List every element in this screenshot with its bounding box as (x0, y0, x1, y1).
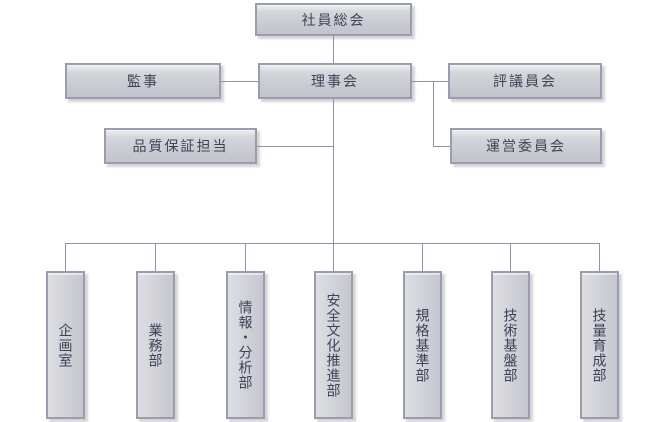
connector-drop-info (245, 243, 246, 271)
node-general-meeting: 社員総会 (255, 3, 412, 36)
node-auditor: 監事 (65, 63, 221, 99)
connector-board-trunk (333, 99, 334, 243)
node-steering-committee: 運営委員会 (450, 128, 602, 164)
connector-drop-skill (599, 243, 600, 271)
connector-drop-planning (65, 243, 66, 271)
node-info-analysis-dept: 情報・分析部 (226, 271, 265, 419)
node-safety-culture-dept: 安全文化推進部 (314, 271, 353, 419)
connector-right-branch (433, 81, 434, 146)
node-planning-office: 企画室 (46, 271, 85, 419)
connector-auditor-to-board (221, 81, 258, 82)
connector-drop-safety (333, 243, 334, 271)
connector-distribution-bar (65, 243, 600, 244)
connector-to-steering (433, 146, 450, 147)
node-council: 評議員会 (448, 63, 602, 99)
node-operations-dept: 業務部 (136, 271, 175, 419)
connector-board-to-council (412, 81, 448, 82)
node-skill-development-dept: 技量育成部 (580, 271, 619, 419)
connector-quality-to-trunk (257, 146, 333, 147)
node-standards-dept: 規格基準部 (403, 271, 442, 419)
node-tech-infrastructure-dept: 技術基盤部 (491, 271, 530, 419)
connector-general-to-board (333, 36, 334, 63)
connector-drop-operations (155, 243, 156, 271)
connector-drop-tech (510, 243, 511, 271)
connector-drop-standards (422, 243, 423, 271)
node-quality-assurance: 品質保証担当 (104, 128, 257, 164)
node-board-of-directors: 理事会 (258, 63, 412, 99)
